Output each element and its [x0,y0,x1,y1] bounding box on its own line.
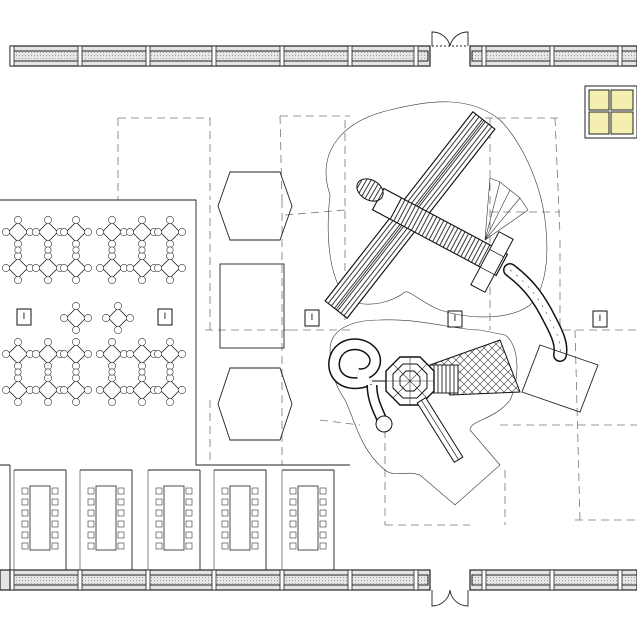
column-label: I [454,314,457,324]
column-label: I [311,313,314,323]
dining-table-group[interactable] [32,374,64,406]
column-label: I [599,314,602,324]
chair [44,368,52,376]
column-label: I [23,312,26,322]
long-table-bay[interactable] [213,469,267,570]
dining-table-group[interactable] [32,216,64,248]
dining-table-group[interactable] [102,302,134,334]
chair [14,246,22,254]
top-entrance-door[interactable] [431,31,469,47]
bottom-wall [9,569,637,591]
dining-table-group[interactable] [96,252,128,284]
dining-table-group[interactable] [2,374,34,406]
long-table-bay[interactable] [79,469,133,570]
dining-tables [2,216,186,406]
window-bay [584,85,637,139]
dining-table-group[interactable] [32,252,64,284]
hexagon-table-top[interactable] [217,171,293,241]
dining-table-group[interactable] [60,216,92,248]
long-table-bay[interactable] [281,469,335,570]
chair [72,368,80,376]
bottom-entrance-door[interactable] [431,589,469,607]
airplane-play-structure[interactable] [324,111,568,362]
dining-table-group[interactable] [154,216,186,248]
dining-table-group[interactable] [60,374,92,406]
dining-table-group[interactable] [126,374,158,406]
dining-table-group[interactable] [2,252,34,284]
dining-table-group[interactable] [60,252,92,284]
dining-area-outline [0,199,350,570]
chair [108,368,116,376]
dining-table-group[interactable] [96,338,128,370]
long-table-bay[interactable] [147,469,201,570]
chair [166,368,174,376]
structural-column-5: I [592,310,608,328]
chair [166,246,174,254]
structural-column-4: I [447,310,463,328]
dining-table-group[interactable] [2,338,34,370]
dining-table-group[interactable] [32,338,64,370]
dining-table-group[interactable] [60,302,92,334]
dining-table-group[interactable] [126,338,158,370]
chair [138,368,146,376]
structural-column-3: I [304,309,320,327]
chair [44,246,52,254]
hexagon-table-bottom[interactable] [217,367,293,441]
chair [108,246,116,254]
play-area-outline-lower [329,319,518,506]
dining-table-group[interactable] [96,216,128,248]
structural-column-2: I [157,308,173,326]
long-tables [13,469,335,570]
square-table[interactable] [219,263,285,349]
chair [14,368,22,376]
dining-table-group[interactable] [154,252,186,284]
dining-table-group[interactable] [96,374,128,406]
ceiling-grid [117,115,637,526]
dining-table-group[interactable] [2,216,34,248]
lower-wall-stub [0,569,11,591]
dining-table-group[interactable] [154,374,186,406]
long-table-bay[interactable] [13,469,67,570]
dining-table-group[interactable] [154,338,186,370]
chair [72,246,80,254]
tail-fin [484,177,529,241]
structural-column-1: I [16,308,32,326]
dining-table-group[interactable] [126,216,158,248]
chair [138,246,146,254]
dining-table-group[interactable] [126,252,158,284]
dining-table-group[interactable] [60,338,92,370]
octagon-tower-play-structure[interactable] [328,338,521,464]
top-wall [9,45,637,67]
column-label: I [164,312,167,322]
slide-landing-pad [521,344,599,413]
